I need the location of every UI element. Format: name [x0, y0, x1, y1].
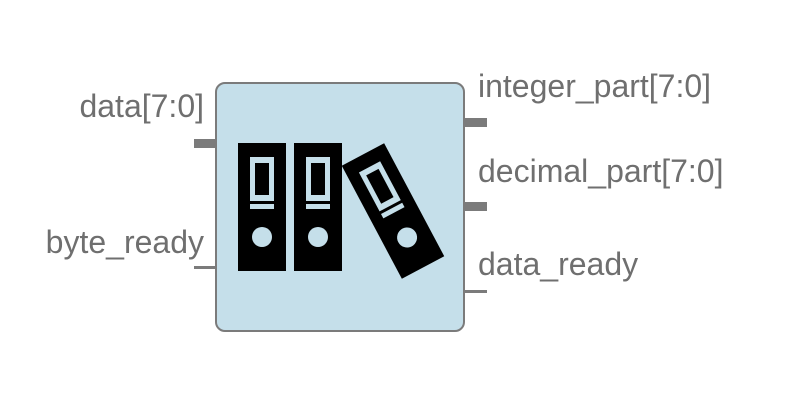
output-port-label-decimal-part: decimal_part[7:0] [478, 153, 724, 189]
input-pin-byte-ready [194, 266, 215, 269]
input-pin-data [194, 139, 215, 148]
input-port-label-byte-ready: byte_ready [45, 224, 204, 260]
output-port-label-data-ready: data_ready [478, 246, 639, 282]
binder-middle-icon [294, 143, 342, 271]
output-pin-decimal-part [465, 202, 487, 211]
output-pin-data-ready [465, 290, 487, 293]
binder-left-icon [238, 143, 286, 271]
output-pin-integer-part [465, 118, 487, 127]
input-port-label-data: data[7:0] [79, 88, 204, 124]
binder-tilted-icon [341, 143, 445, 279]
binders-icon [238, 143, 445, 279]
output-port-label-integer-part: integer_part[7:0] [478, 68, 712, 104]
